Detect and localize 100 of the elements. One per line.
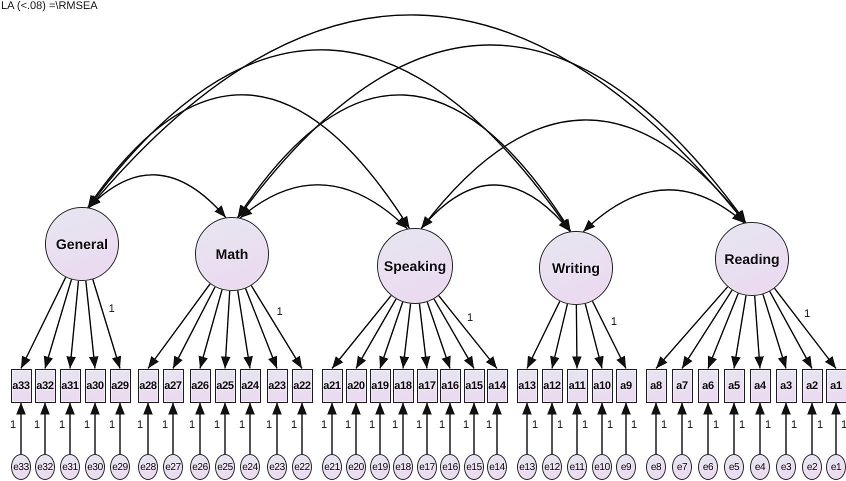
item-name: a5: [728, 380, 740, 392]
observed-variable-box: [138, 368, 158, 402]
error-term-ellipse: [215, 454, 235, 480]
error-name: e21: [324, 462, 340, 472]
loading-arrow: [44, 279, 72, 369]
error-name: e12: [544, 462, 560, 472]
error-term-ellipse: [542, 454, 562, 480]
error-term-ellipse: [517, 454, 537, 480]
error-arrow: [807, 402, 817, 454]
factor-name: General: [56, 236, 108, 252]
error-arrow: [90, 402, 100, 454]
error-term-ellipse: [60, 454, 80, 480]
item-name: a24: [241, 380, 259, 392]
factor-name: Writing: [552, 260, 600, 276]
error-term-ellipse: [826, 454, 846, 480]
loading-arrow: [220, 290, 231, 369]
item-name: a18: [394, 380, 412, 392]
error-term-ellipse: [110, 454, 130, 480]
observed-variable-box: [346, 368, 366, 402]
observed-variable-box: [516, 368, 538, 402]
error-name: e8: [650, 462, 662, 472]
loading-arrow: [572, 305, 582, 368]
item-name: a7: [676, 380, 688, 392]
loading-arrow: [418, 304, 430, 369]
observed-variable-box: [672, 368, 692, 402]
error-arrow: [40, 402, 50, 454]
error-term-ellipse: [35, 454, 55, 480]
item-name: a28: [139, 380, 157, 392]
item-name: a15: [465, 380, 483, 392]
observed-variable-box: [542, 368, 562, 402]
loading-arrow: [237, 290, 253, 369]
error-term-ellipse: [267, 454, 287, 480]
item-name: a9: [620, 380, 632, 392]
observed-variable-box: [464, 368, 484, 402]
error-name: e3: [780, 462, 792, 472]
error-name: e4: [754, 462, 766, 472]
loading-arrow: [769, 291, 813, 369]
covariance-arrow: [420, 184, 571, 232]
error-term-ellipse: [672, 454, 692, 480]
covariance-arrow: [237, 94, 572, 232]
observed-variable-box: [162, 368, 184, 402]
item-name: a4: [754, 380, 766, 392]
error-name: e23: [269, 462, 285, 472]
error-term-ellipse: [440, 454, 460, 480]
loading-arrow: [426, 302, 451, 369]
item-name: a11: [568, 380, 586, 392]
error-name: e22: [294, 462, 310, 472]
observed-variable-box: [34, 368, 56, 402]
edge-label: 1: [610, 316, 618, 328]
error-arrow: [272, 402, 282, 454]
error-name: e27: [165, 462, 181, 472]
error-name: e11: [570, 462, 584, 472]
item-name: a19: [371, 380, 389, 392]
observed-variable-box: [214, 368, 236, 402]
item-name: a25: [216, 380, 234, 392]
item-name: a13: [518, 380, 536, 392]
error-term-ellipse: [240, 454, 260, 480]
observed-variable-box: [10, 368, 32, 402]
observed-variable-box: [266, 368, 288, 402]
error-term-ellipse: [750, 454, 770, 480]
observed-variable-box: [698, 368, 718, 402]
observed-variable-box: [486, 368, 508, 402]
error-name: e13: [519, 462, 535, 472]
observed-variable-box: [416, 368, 438, 402]
edge-label: 1: [803, 308, 812, 320]
error-name: e15: [466, 462, 482, 472]
item-name: a6: [702, 380, 714, 392]
error-arrow: [143, 402, 153, 454]
error-name: e10: [594, 462, 610, 472]
loading-arrow: [584, 304, 604, 369]
factor-name: Math: [216, 246, 248, 262]
item-name: a1: [830, 380, 842, 392]
item-name: a17: [418, 380, 436, 392]
loading-arrow: [731, 295, 747, 369]
item-name: a10: [593, 380, 611, 392]
error-term-ellipse: [567, 454, 587, 480]
observed-variable-box: [566, 368, 588, 402]
loading-arrow: [250, 285, 303, 369]
item-name: a20: [347, 380, 365, 392]
loading-arrow: [172, 286, 216, 369]
observed-variable-box: [110, 368, 130, 402]
error-name: e17: [419, 462, 435, 472]
error-term-ellipse: [487, 454, 507, 480]
observed-variable-box: [84, 368, 106, 402]
error-name: e16: [442, 462, 458, 472]
observed-variable-box: [240, 368, 260, 402]
error-name: e32: [37, 462, 53, 472]
observed-variable-box: [370, 368, 390, 402]
loading-arrow: [92, 279, 122, 369]
error-name: e30: [87, 462, 103, 472]
loading-arrow: [85, 280, 99, 369]
error-name: e20: [348, 462, 364, 472]
observed-variable-box: [776, 368, 796, 402]
loading-arrow: [331, 295, 392, 369]
error-arrow: [245, 402, 255, 454]
error-arrow: [572, 402, 582, 454]
item-name: a3: [780, 380, 792, 392]
loading-arrow: [550, 304, 568, 369]
observed-variable-box: [440, 368, 460, 402]
loading-arrow: [655, 286, 728, 369]
